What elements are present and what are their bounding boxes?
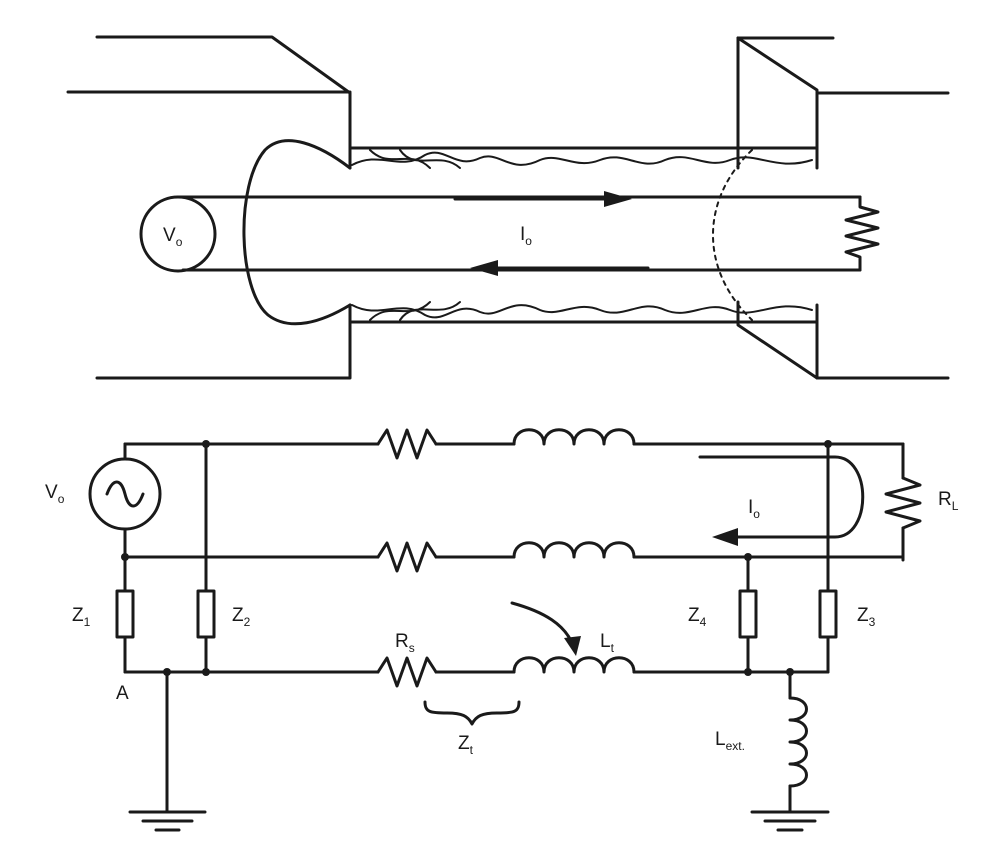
zt-brace bbox=[423, 700, 521, 726]
middle-rail-inductor bbox=[512, 541, 636, 559]
circuit-source-label: Vo bbox=[45, 482, 65, 506]
left-enclosure-wall-bottom bbox=[95, 303, 352, 380]
junction-dot bbox=[121, 553, 129, 561]
top-rail-resistor bbox=[376, 428, 438, 460]
load-label: RL bbox=[938, 489, 959, 513]
node-a-label: A bbox=[116, 683, 129, 704]
lext-label: Lext. bbox=[715, 729, 745, 753]
z1-impedance bbox=[115, 589, 135, 639]
junction-dot bbox=[202, 440, 210, 448]
middle-rail-resistor bbox=[376, 541, 438, 573]
circulating-current-loop bbox=[698, 455, 865, 539]
zt-label: Zt bbox=[458, 733, 474, 757]
junction-dot bbox=[202, 668, 210, 676]
forward-arrowhead bbox=[604, 191, 632, 207]
lt-label: Lt bbox=[600, 631, 615, 655]
lext-inductor bbox=[788, 696, 808, 788]
equivalent-circuit: Vo Z1 Z2 Z4 Z3 A bbox=[45, 428, 959, 832]
z3-label: Z3 bbox=[857, 605, 876, 629]
cable-current-label: Io bbox=[520, 224, 532, 248]
top-rail-inductor bbox=[512, 428, 636, 446]
z1-label: Z1 bbox=[72, 605, 91, 629]
circulating-current-arrowhead bbox=[712, 528, 738, 546]
cable-end-loop bbox=[242, 139, 352, 326]
junction-dot bbox=[744, 668, 752, 676]
shield-bottom-braid-2 bbox=[369, 301, 461, 321]
shield-inductor-lt bbox=[512, 656, 636, 674]
induced-current-arrow bbox=[510, 601, 575, 647]
shield-resistor-rs bbox=[376, 656, 438, 688]
induced-current-arrowhead bbox=[564, 636, 581, 656]
ac-sine-icon bbox=[105, 480, 145, 508]
junction-dot bbox=[744, 553, 752, 561]
shield-top-braid bbox=[351, 151, 813, 166]
return-arrowhead bbox=[470, 260, 498, 276]
cable-load-resistor bbox=[844, 195, 880, 272]
right-enclosure-bevel bbox=[736, 36, 819, 170]
shield-top-braid-2 bbox=[369, 149, 461, 169]
load-resistor-rl bbox=[884, 476, 922, 530]
rs-label: Rs bbox=[395, 631, 415, 655]
circuit-current-label: Io bbox=[748, 497, 760, 521]
cable-source-label: Vo bbox=[163, 225, 183, 249]
cable-source-circle bbox=[139, 195, 217, 273]
cable-drawing: Vo Io bbox=[66, 35, 950, 380]
right-enclosure-bottom bbox=[736, 300, 950, 380]
left-enclosure-wall bbox=[95, 35, 352, 170]
shield-bottom-braid bbox=[351, 304, 813, 319]
z4-label: Z4 bbox=[688, 605, 707, 629]
z2-impedance bbox=[196, 589, 216, 639]
z2-label: Z2 bbox=[232, 605, 251, 629]
z4-impedance bbox=[738, 589, 758, 639]
junction-dot bbox=[824, 440, 832, 448]
z3-impedance bbox=[818, 589, 838, 639]
dotted-arc bbox=[712, 149, 753, 321]
